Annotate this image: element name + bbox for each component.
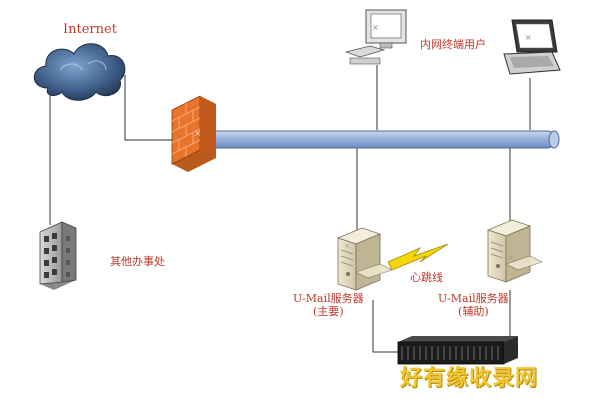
heartbeat-lightning-icon [387, 243, 449, 271]
desktop-computer-icon: × [344, 9, 407, 65]
watermark-text: 好有缘收录网 [400, 366, 539, 391]
main-server-label: U-Mail服务器 (主要) [293, 292, 364, 318]
backup-server-icon: × [486, 219, 543, 283]
svg-text:×: × [344, 242, 350, 250]
other-office-label: 其他办事处 [110, 255, 165, 268]
main-server-label-line2: (主要) [313, 305, 344, 319]
main-server-icon: × [336, 227, 393, 291]
connection-lines [49, 65, 531, 353]
internet-cloud-icon [33, 43, 126, 101]
main-server-to-storage-link [372, 300, 400, 353]
backup-server-label: U-Mail服务器 (辅助) [438, 292, 509, 318]
backup-server-label-line1: U-Mail服务器 [438, 292, 509, 305]
firewall-icon: × [171, 95, 216, 172]
office-building-icon [39, 221, 77, 290]
intranet-user-label: 内网终端用户 [420, 38, 486, 51]
laptop-icon: × [503, 19, 561, 75]
svg-text:×: × [372, 23, 379, 32]
main-server-label-line1: U-Mail服务器 [293, 292, 364, 305]
svg-text:×: × [525, 33, 532, 42]
backup-server-label-line2: (辅助) [458, 305, 489, 319]
svg-text:×: × [194, 129, 202, 139]
backbone-pipe [204, 130, 560, 149]
internet-label: Internet [63, 22, 117, 37]
cloud-to-firewall-link [124, 75, 180, 141]
storage-array-icon [397, 336, 518, 365]
svg-text:×: × [508, 254, 514, 262]
heartbeat-label: 心跳线 [410, 271, 443, 284]
